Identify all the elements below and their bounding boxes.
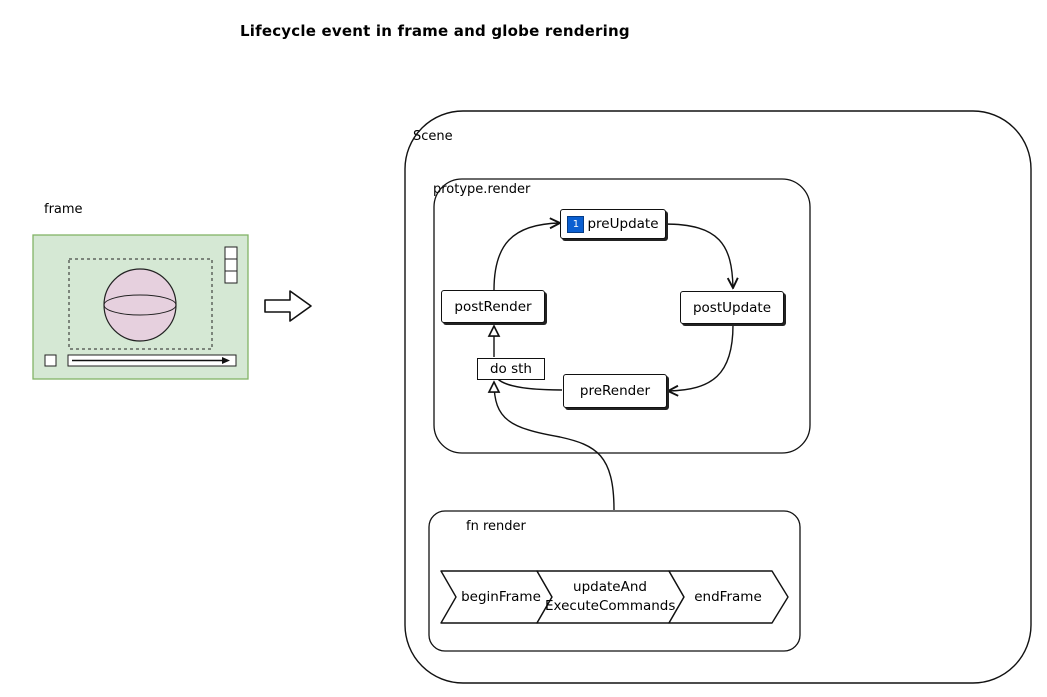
- window-controls-icon: [224, 246, 238, 284]
- step-endframe-shape: [668, 570, 789, 624]
- fn-render-label: fn render: [466, 519, 526, 534]
- step-update-line1: updateAnd: [573, 579, 647, 595]
- node-preupdate: 1 preUpdate: [560, 209, 666, 239]
- step-updateandexecutecommands-label: updateAnd ExecuteCommands: [545, 578, 675, 616]
- globe-icon: [103, 268, 177, 342]
- timeline-bar: [67, 354, 237, 367]
- protype-render-container: [433, 178, 811, 454]
- diagram-title: Lifecycle event in frame and globe rende…: [240, 22, 630, 40]
- checkbox-icon: [44, 354, 57, 367]
- node-prerender: preRender: [563, 374, 667, 408]
- node-postupdate-label: postUpdate: [692, 299, 772, 316]
- node-do-sth: do sth: [477, 358, 545, 380]
- node-postrender-label: postRender: [454, 298, 532, 315]
- step-update-line2: ExecuteCommands: [545, 598, 676, 614]
- node-postrender: postRender: [441, 290, 545, 323]
- node-prerender-label: preRender: [579, 383, 651, 399]
- scene-container: [404, 110, 1032, 684]
- fn-render-container: [428, 510, 801, 652]
- edge-fnrender-dosth: [494, 382, 615, 511]
- edge-postupdate-prerender: [668, 324, 734, 391]
- fn-render-steps: [440, 570, 789, 624]
- frame-window: [32, 234, 249, 380]
- step-number-badge: 1: [567, 215, 585, 233]
- node-do-sth-label: do sth: [489, 361, 532, 377]
- edge-preupdate-postupdate: [663, 223, 733, 288]
- node-postupdate: postUpdate: [680, 291, 784, 324]
- scene-label: Scene: [413, 129, 453, 144]
- protype-render-label: protype.render: [433, 182, 531, 197]
- step-beginframe-label: beginFrame: [461, 589, 541, 605]
- flow-right-arrow-icon: [264, 290, 312, 322]
- edge-postrender-preupdate: [493, 223, 560, 291]
- step-endframe-label: endFrame: [694, 589, 762, 605]
- frame-label: frame: [44, 202, 83, 217]
- node-preupdate-label: preUpdate: [587, 216, 659, 232]
